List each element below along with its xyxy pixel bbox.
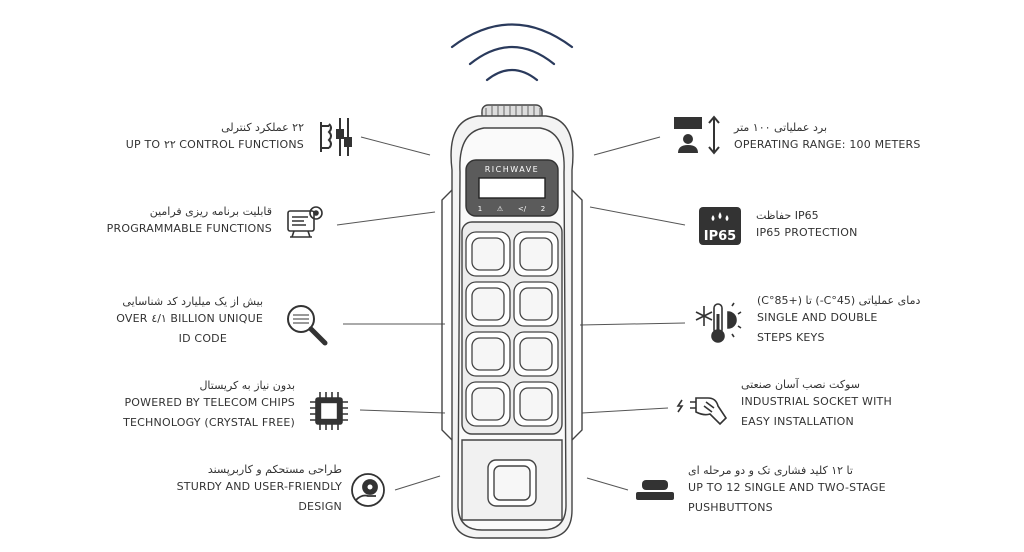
feature-pushbuttons: تا ۱۲ کلید فشاری تک و دو مرحله ای UP TO … bbox=[688, 463, 988, 518]
leader-line-range bbox=[593, 136, 661, 156]
feature-en-text-2: DESIGN bbox=[298, 500, 342, 513]
feature-fa-text: ۲۲ عملکرد کنترلی bbox=[221, 121, 304, 134]
feature-en-text: IP65 PROTECTION bbox=[756, 226, 858, 239]
push-button-face bbox=[471, 287, 505, 321]
remote-device bbox=[441, 104, 583, 539]
leader-line-pushbutton bbox=[586, 477, 629, 491]
feature-range: برد عملیاتی ۱۰۰ متر OPERATING RANGE: 100… bbox=[734, 120, 1024, 155]
feature-socket: سوکت نصب آسان صنعتی INDUSTRIAL SOCKET WI… bbox=[741, 377, 1024, 432]
leader-line-programmable bbox=[336, 211, 436, 226]
feature-fa-text: برد عملیاتی ۱۰۰ متر bbox=[734, 121, 828, 134]
feature-fa-text: طراحی مستحکم و کاربرپسند bbox=[207, 463, 342, 476]
pushbutton-icon bbox=[636, 480, 674, 500]
push-button-face bbox=[519, 387, 553, 421]
feature-control-functions: ۲۲ عملکرد کنترلی UP TO ۲۲ CONTROL FUNCTI… bbox=[4, 120, 304, 155]
feature-en-text: SINGLE AND DOUBLE bbox=[757, 311, 878, 324]
feature-en-text: UP TO 12 SINGLE AND TWO-STAGE bbox=[688, 481, 886, 494]
feature-fa-text: بیش از یک میلیارد کد شناسایی bbox=[122, 295, 263, 308]
feature-fa-text: قابلیت برنامه ریزی فرامین bbox=[149, 205, 272, 218]
push-button-face bbox=[471, 337, 505, 371]
feature-en-text: INDUSTRIAL SOCKET WITH bbox=[741, 395, 892, 408]
push-button-face bbox=[519, 287, 553, 321]
button-grid bbox=[465, 231, 559, 427]
push-button-face bbox=[519, 337, 553, 371]
push-button-face bbox=[471, 237, 505, 271]
range-icon bbox=[674, 115, 720, 155]
feature-id-code: بیش از یک میلیارد کد شناسایی OVER ٤/١ BI… bbox=[0, 294, 263, 349]
push-button-face bbox=[471, 387, 505, 421]
feature-fa-text: دمای عملیاتی (45°C-) تا (+85°C) bbox=[757, 294, 921, 307]
leader-line-sturdy bbox=[394, 475, 441, 491]
hand-gear-icon bbox=[351, 473, 385, 507]
feature-en-text: STURDY AND USER-FRIENDLY bbox=[176, 480, 342, 493]
programming-icon bbox=[287, 206, 323, 238]
temperature-icon bbox=[695, 302, 742, 343]
leader-line-temperature bbox=[579, 322, 686, 326]
feature-fa-text: بدون نیاز به کریستال bbox=[199, 379, 295, 392]
feature-fa-text: سوکت نصب آسان صنعتی bbox=[741, 378, 860, 391]
leader-line-chip bbox=[359, 409, 446, 414]
feature-en-text-2: PUSHBUTTONS bbox=[688, 501, 773, 514]
feature-en-text: OPERATING RANGE: 100 METERS bbox=[734, 138, 921, 151]
feature-sturdy: طراحی مستحکم و کاربرپسند STURDY AND USER… bbox=[42, 462, 342, 517]
led-label-2: 2 bbox=[541, 205, 545, 213]
feature-en-text: UP TO ۲۲ CONTROL FUNCTIONS bbox=[125, 138, 304, 151]
plug-icon bbox=[676, 397, 728, 426]
feature-fa-text: تا ۱۲ کلید فشاری تک و دو مرحله ای bbox=[688, 464, 853, 477]
led-label-warning: ⚠ bbox=[497, 205, 504, 213]
led-label-signal: </ bbox=[518, 205, 527, 213]
feature-telecom-chips: بدون نیاز به کریستال POWERED BY TELECOM … bbox=[0, 378, 295, 433]
feature-en-text-2: EASY INSTALLATION bbox=[741, 415, 854, 428]
control-functions-icon bbox=[320, 118, 352, 156]
feature-ip65: IP65 حفاظت IP65 PROTECTION bbox=[756, 208, 1024, 243]
led-label-1: 1 bbox=[478, 205, 482, 213]
feature-programmable: قابلیت برنامه ریزی فرامین PROGRAMMABLE F… bbox=[0, 204, 272, 239]
leader-line-ip65 bbox=[589, 206, 686, 226]
chip-icon bbox=[310, 392, 348, 430]
leader-line-socket bbox=[581, 407, 669, 414]
feature-en-text: OVER ٤/١ BILLION UNIQUE bbox=[116, 312, 263, 325]
feature-en-text-2: ID CODE bbox=[178, 332, 227, 345]
push-button-face bbox=[519, 237, 553, 271]
feature-en-text-2: STEPS KEYS bbox=[757, 331, 825, 344]
brand-label: RICHWAVE bbox=[485, 165, 539, 174]
ip65-badge-text: IP65 bbox=[704, 229, 736, 244]
feature-en-text: PROGRAMMABLE FUNCTIONS bbox=[106, 222, 272, 235]
leader-line-control bbox=[360, 136, 431, 156]
ip65-icon: IP65 bbox=[699, 207, 741, 245]
feature-fa-text: IP65 حفاظت bbox=[756, 209, 819, 222]
feature-temperature: دمای عملیاتی (45°C-) تا (+85°C) SINGLE A… bbox=[757, 293, 1024, 348]
feature-en-text-2: TECHNOLOGY (CRYSTAL FREE) bbox=[123, 416, 295, 429]
feature-en-text: POWERED BY TELECOM CHIPS bbox=[124, 396, 295, 409]
wireless-signal-icon bbox=[450, 23, 574, 82]
leader-lines bbox=[336, 136, 686, 491]
magnifier-icon bbox=[287, 305, 328, 346]
